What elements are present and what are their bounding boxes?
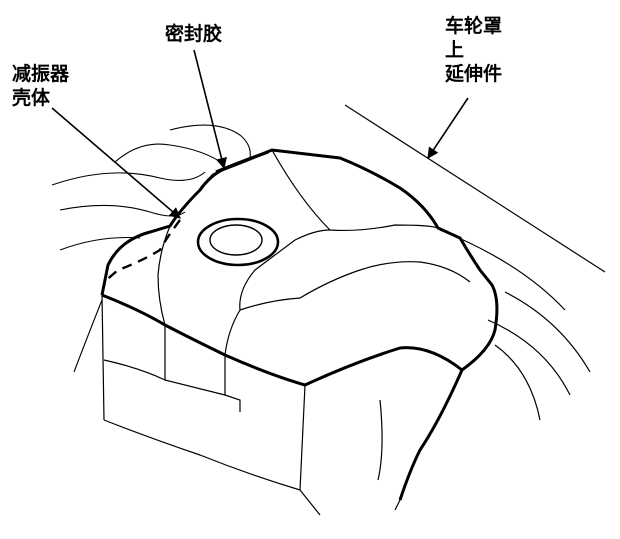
fender-extension-label: 车轮罩 上 延伸件	[445, 15, 503, 85]
shock-housing-label: 减振器 壳体	[12, 63, 70, 109]
shock-mount-boss	[196, 217, 280, 267]
housing-leader-arrow	[51, 107, 181, 219]
background-body-lines	[51, 124, 251, 373]
shock-housing	[100, 148, 499, 516]
fender-leader-arrow	[427, 97, 469, 159]
sealant-leader-arrow	[193, 49, 227, 170]
sealant-bead	[103, 150, 269, 283]
leader-arrows	[51, 49, 469, 219]
sealant-label: 密封胶	[165, 23, 223, 45]
